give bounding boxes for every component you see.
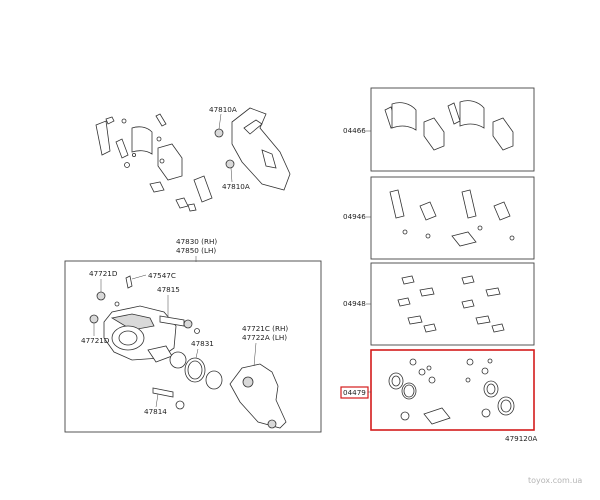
kit-04479-highlighted: 04479 (340, 349, 535, 431)
highlight-box (370, 349, 535, 431)
kit-04948: 04948 (343, 262, 535, 346)
part-label-47815: 47815 (157, 285, 180, 294)
part-label-47722a-lh: 47722A (LH) (242, 333, 287, 342)
kit-label-04946: 04946 (343, 212, 366, 221)
caliper-label-lh: 47850 (LH) (176, 246, 216, 255)
caliper-labels: 47721D 47547C 47815 47721D 47831 47721C … (81, 269, 288, 416)
watermark: toyox.com.ua (528, 476, 582, 485)
kit-label-04948: 04948 (343, 299, 366, 308)
figure-code: 479120A (505, 434, 537, 443)
part-label-47721d-top: 47721D (89, 269, 118, 278)
part-label-47810a-top: 47810A (209, 105, 237, 114)
part-label-47721c-rh: 47721C (RH) (242, 324, 288, 333)
kit-04946: 04946 (343, 176, 535, 260)
kit-label-04466: 04466 (343, 126, 366, 135)
caliper-label-rh: 47830 (RH) (176, 237, 217, 246)
upper-pad-group (95, 113, 213, 212)
kit-label-04479: 04479 (343, 388, 366, 397)
upper-labels: 47810A 47810A (209, 105, 250, 191)
caliper-assembly: 47830 (RH) 47850 (LH) (64, 237, 322, 433)
mounting-bracket (214, 107, 291, 191)
part-label-47721d-bottom: 47721D (81, 336, 110, 345)
part-label-47814: 47814 (144, 407, 167, 416)
part-label-47831: 47831 (191, 339, 214, 348)
caliper-frame (64, 260, 322, 433)
part-label-47810a-bottom: 47810A (222, 182, 250, 191)
kit-04466: 04466 (343, 87, 535, 172)
part-label-47547c: 47547C (148, 271, 176, 280)
highlight-label-box (340, 386, 369, 399)
